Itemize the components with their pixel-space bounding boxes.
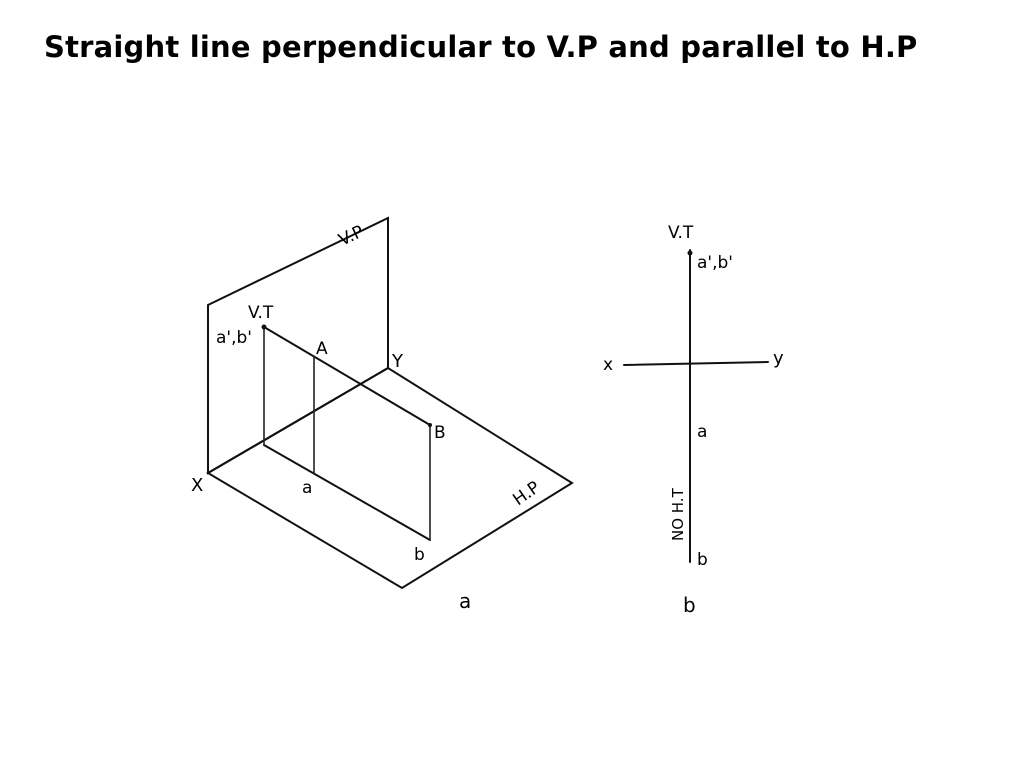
label-a-b-prime: a',b' xyxy=(216,328,252,348)
figure-a: V.P H.P V.T a',b' A B a b X Y a xyxy=(191,216,574,613)
horizontal-plane-outline xyxy=(206,366,574,590)
caption-a: a xyxy=(459,589,471,613)
label-Y: Y xyxy=(391,351,404,372)
label-hp: H.P xyxy=(509,478,544,511)
point-vt-b xyxy=(687,250,693,256)
reference-line-xy xyxy=(623,361,769,366)
point-vt xyxy=(261,324,267,330)
label-vt-b: V.T xyxy=(668,223,694,243)
point-B xyxy=(428,423,432,427)
line-ab xyxy=(263,326,431,426)
slide-title: Straight line perpendicular to V.P and p… xyxy=(44,30,918,64)
label-y: y xyxy=(773,348,784,369)
figure-b: V.T a',b' x y a b NO H.T b xyxy=(603,223,784,617)
label-vp: V.P xyxy=(336,222,367,251)
label-point-A: A xyxy=(316,339,328,359)
label-point-a: a xyxy=(302,478,312,498)
label-plan-a: a xyxy=(697,422,707,442)
label-point-B: B xyxy=(434,423,446,443)
label-point-b: b xyxy=(414,545,425,565)
label-x: x xyxy=(603,355,613,375)
caption-b: b xyxy=(683,593,696,617)
note-no-ht: NO H.T xyxy=(669,487,687,541)
label-vt: V.T xyxy=(248,303,274,323)
label-X: X xyxy=(191,475,203,496)
line-plan-ab xyxy=(263,444,431,541)
label-plan-b: b xyxy=(697,550,708,570)
label-a-b-prime-b: a',b' xyxy=(697,253,733,273)
